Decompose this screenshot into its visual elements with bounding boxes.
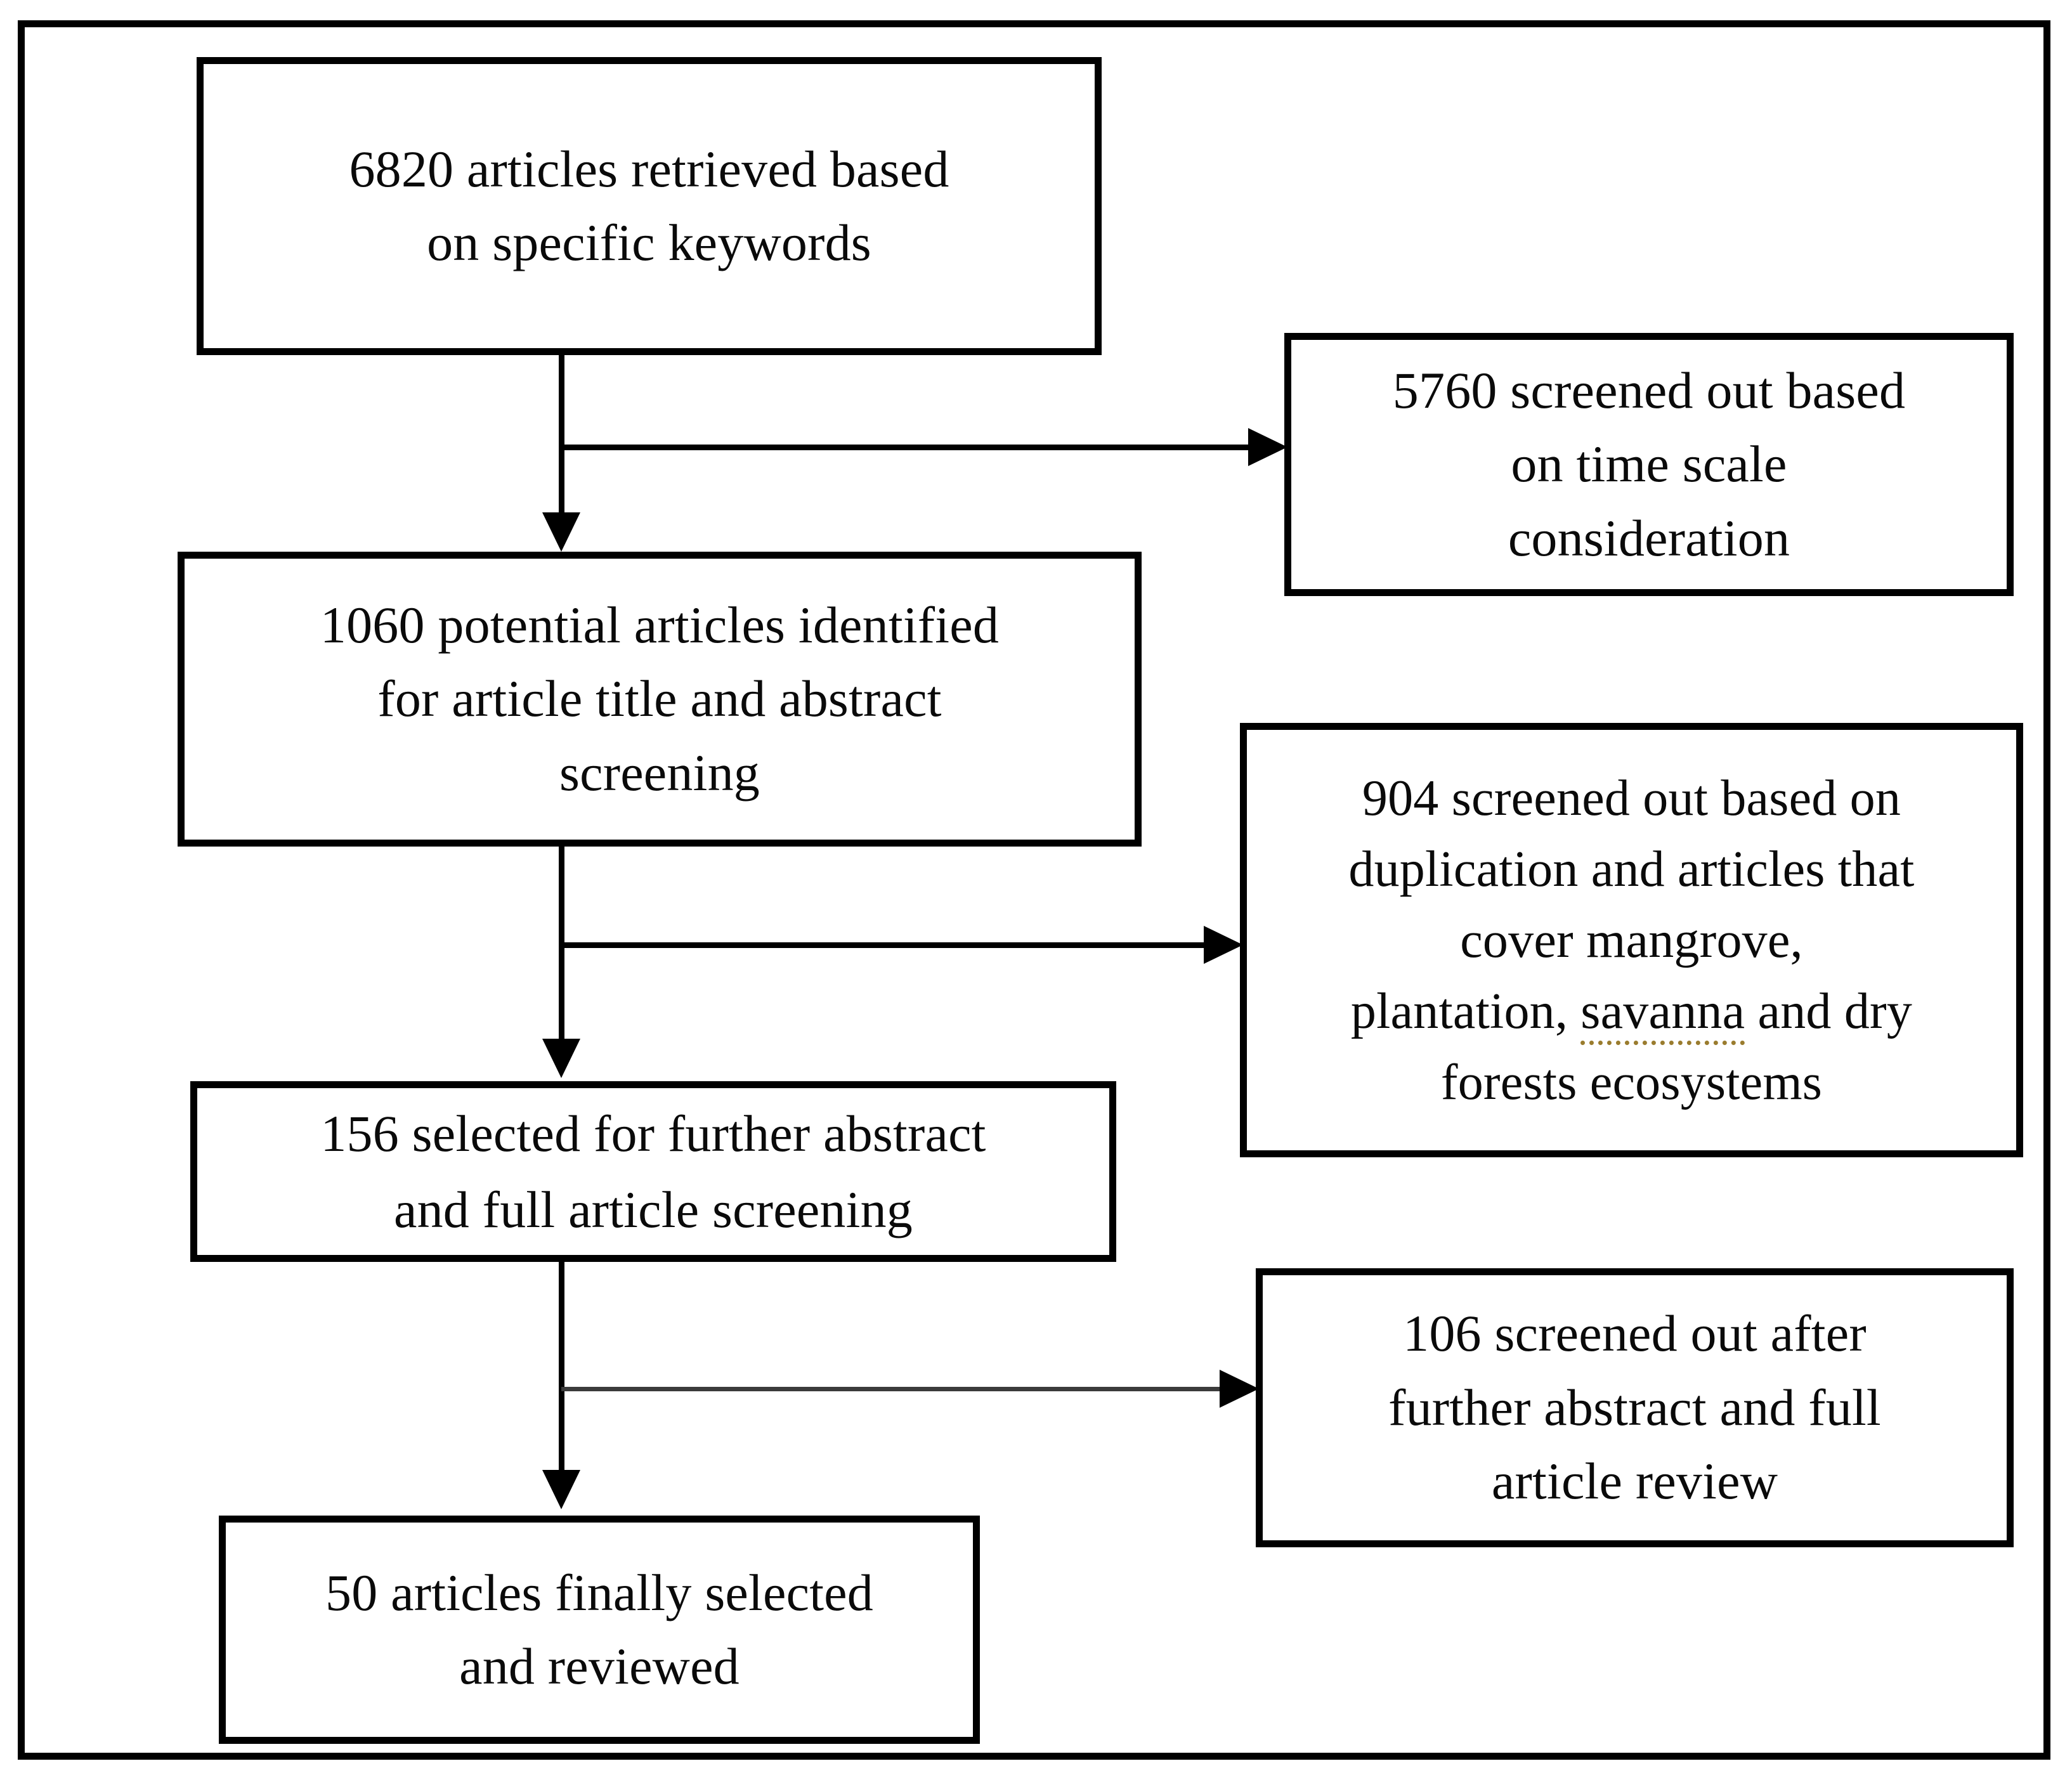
node-selected-further-screening: 156 selected for further abstract and fu… [190,1081,1116,1262]
arrowhead-right-to-screened-time [1248,428,1287,466]
connector-retrieved-to-potential [559,355,564,514]
node-final-selected-articles-label: 50 articles finally selected and reviewe… [325,1563,873,1695]
node-selected-further-screening-label: 156 selected for further abstract and fu… [320,1104,986,1238]
node-screened-out-full-review: 106 screened out after further abstract … [1256,1268,2014,1547]
arrowhead-down-to-final [542,1470,580,1509]
node-screened-out-full-review-label: 106 screened out after further abstract … [1388,1304,1881,1510]
node-screened-out-duplication-label: 904 screened out based on duplication an… [1261,763,2002,1118]
node-articles-retrieved-label: 6820 articles retrieved based on specifi… [349,140,949,271]
node-screened-out-time-scale-label: 5760 screened out based on time scale co… [1392,361,1906,567]
node-potential-articles-identified: 1060 potential articles identified for a… [178,552,1142,847]
node-screened-out-time-scale: 5760 screened out based on time scale co… [1284,333,2014,596]
node-screened-out-duplication-text-before: 904 screened out based on duplication an… [1348,770,1915,1039]
misspelled-word-savanna: savanna [1580,983,1745,1045]
connector-potential-to-screened-duplication [561,942,1208,948]
connector-selected-to-final [559,1262,564,1471]
node-final-selected-articles: 50 articles finally selected and reviewe… [219,1516,980,1744]
arrowhead-right-to-screened-duplication [1204,926,1243,964]
node-screened-out-duplication-text-after: and dry forests ecosystems [1440,983,1913,1110]
node-potential-articles-identified-label: 1060 potential articles identified for a… [320,595,1000,802]
arrowhead-down-to-selected [542,1039,580,1078]
connector-retrieved-to-screened-time [561,445,1253,450]
node-articles-retrieved: 6820 articles retrieved based on specifi… [197,57,1102,355]
connector-selected-to-screened-full [561,1387,1224,1391]
node-screened-out-duplication: 904 screened out based on duplication an… [1240,723,2023,1157]
arrowhead-right-to-screened-full [1220,1370,1259,1408]
arrowhead-down-to-potential [542,512,580,552]
